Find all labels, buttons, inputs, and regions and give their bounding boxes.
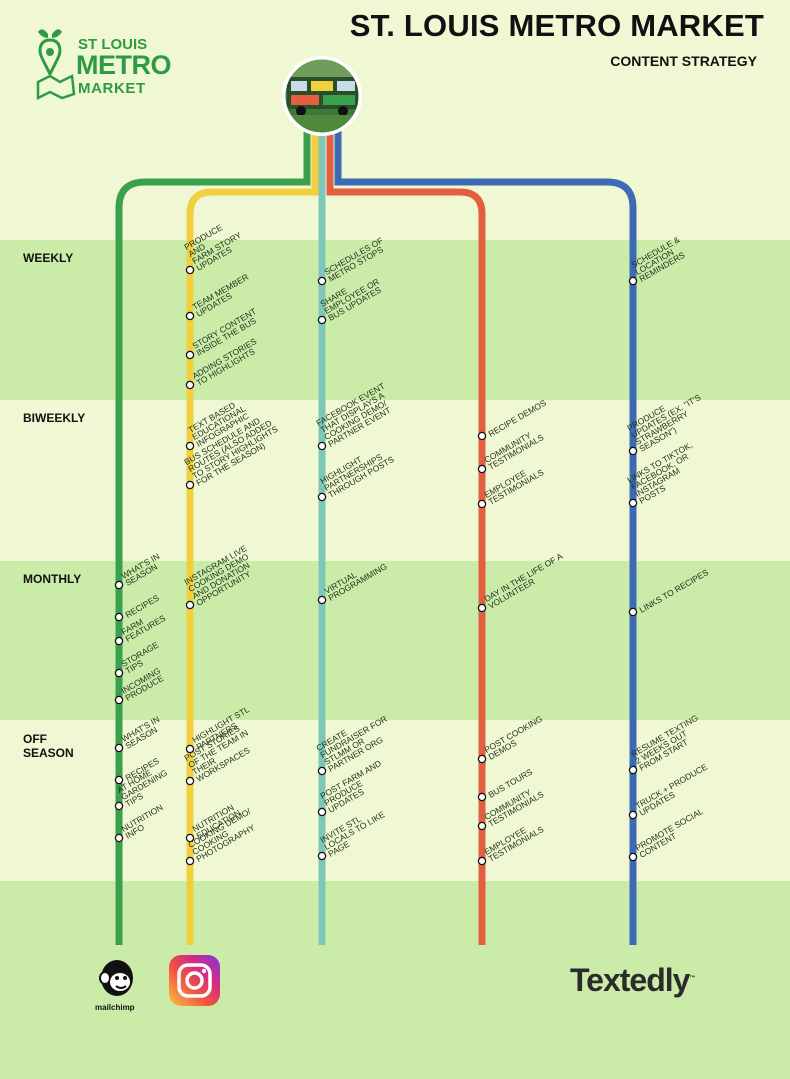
band-weekly	[0, 240, 790, 400]
logo: ST LOUIS METRO MARKET	[36, 28, 172, 100]
stop-textedly	[628, 852, 638, 862]
line-textedly	[334, 130, 637, 945]
band-label-biweekly: BIWEEKLY	[23, 411, 86, 425]
stop-instagram	[185, 350, 195, 360]
stop-blog	[477, 499, 487, 509]
logo-line-1: ST LOUIS	[78, 36, 148, 53]
stop-blog	[477, 603, 487, 613]
bus-photo	[282, 56, 362, 136]
stop-mailchimp	[114, 612, 124, 622]
stop-instagram	[185, 441, 195, 451]
stop-instagram	[185, 776, 195, 786]
stop-mailchimp	[114, 695, 124, 705]
stop-instagram	[185, 380, 195, 390]
instagram-icon	[169, 955, 220, 1006]
stop-mailchimp	[114, 636, 124, 646]
stop-instagram	[185, 480, 195, 490]
stop-facebook	[317, 851, 327, 861]
line-instagram	[186, 130, 319, 945]
stop-textedly	[628, 276, 638, 286]
stop-textedly	[628, 810, 638, 820]
logo-line-3: MARKET	[78, 80, 146, 97]
page-title: ST. LOUIS METRO MARKET	[349, 8, 764, 43]
band-label-off-season: OFF SEASON	[23, 732, 74, 760]
band-off-season	[0, 720, 790, 881]
stop-textedly	[628, 607, 638, 617]
stop-blog	[477, 856, 487, 866]
stop-blog	[477, 792, 487, 802]
textedly-logo: Textedly™	[570, 962, 695, 999]
stop-textedly	[628, 765, 638, 775]
textedly-label: Textedly	[570, 962, 690, 998]
logo-line-2: METRO	[76, 50, 172, 80]
stop-mailchimp	[114, 580, 124, 590]
stop-instagram	[185, 856, 195, 866]
stop-textedly	[628, 446, 638, 456]
mailchimp-monkey-icon	[99, 960, 133, 996]
stop-facebook	[317, 807, 327, 817]
page-subtitle: CONTENT STRATEGY	[610, 53, 757, 69]
line-mailchimp	[115, 130, 311, 945]
band-biweekly	[0, 400, 790, 561]
stop-facebook	[317, 595, 327, 605]
stop-mailchimp	[114, 743, 124, 753]
band-label-weekly: WEEKLY	[23, 251, 74, 265]
band-label-monthly: MONTHLY	[23, 572, 82, 586]
stop-instagram	[185, 265, 195, 275]
stop-facebook	[317, 441, 327, 451]
textedly-trademark: ™	[689, 975, 695, 982]
stop-textedly	[628, 498, 638, 508]
stop-instagram	[185, 744, 195, 754]
line-blog	[326, 130, 486, 945]
stops-group	[114, 265, 638, 866]
stop-facebook	[317, 276, 327, 286]
stop-mailchimp	[114, 775, 124, 785]
stop-mailchimp	[114, 801, 124, 811]
band-monthly	[0, 561, 790, 720]
map-pin-leaf-icon	[36, 29, 76, 100]
stop-facebook	[317, 315, 327, 325]
stop-blog	[477, 821, 487, 831]
stop-facebook	[317, 766, 327, 776]
stop-blog	[477, 754, 487, 764]
stop-instagram	[185, 833, 195, 843]
stop-facebook	[317, 492, 327, 502]
stop-instagram	[185, 311, 195, 321]
stop-blog	[477, 431, 487, 441]
stop-mailchimp	[114, 668, 124, 678]
stop-blog	[477, 464, 487, 474]
mailchimp-label: mailchimp	[95, 1003, 135, 1012]
stop-mailchimp	[114, 833, 124, 843]
stop-instagram	[185, 600, 195, 610]
